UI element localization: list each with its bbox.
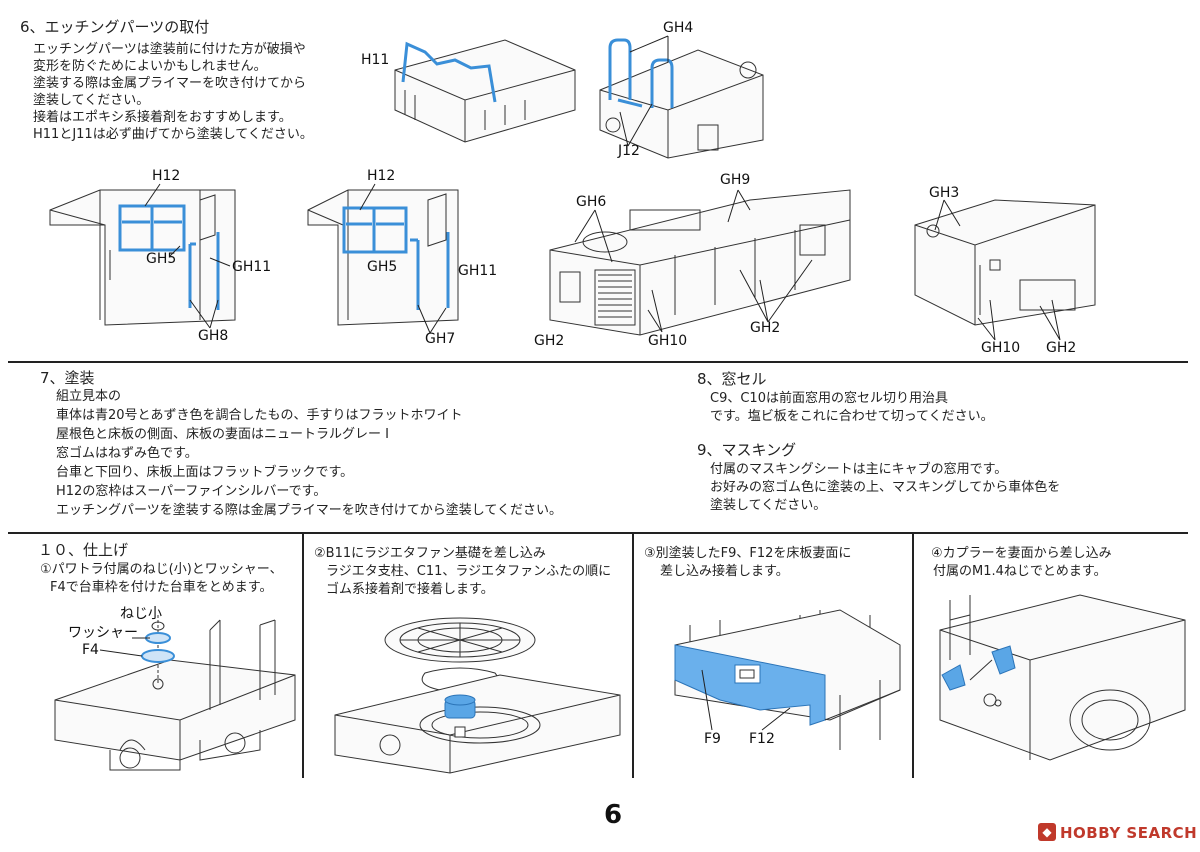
section-9-line: 塗装してください。: [710, 498, 827, 513]
cab-diagram-2: [307, 189, 459, 326]
section-7-title: 7、塗装: [40, 369, 95, 387]
section-8-line: です。塩ビ板をこれに合わせて切ってください。: [710, 409, 994, 424]
step-4-line: ④カプラーを妻面から差し込み: [931, 546, 1112, 561]
section-8-title: 8、窓セル: [697, 370, 767, 388]
radiator-fan-diagram: [334, 617, 621, 774]
label-gh9: GH9: [720, 172, 751, 188]
label-gh6: GH6: [576, 194, 607, 210]
section-divider: [8, 532, 1188, 534]
section-6-line: H11とJ11は必ず曲げてから塗装してください。: [33, 127, 313, 142]
hobby-search-logo-icon: ◆: [1038, 823, 1056, 841]
section-7-line: 屋根色と床板の側面、床板の妻面はニュートラルグレー Ⅰ: [56, 427, 389, 442]
label-f4: F4: [82, 642, 99, 658]
label-gh10-a: GH10: [648, 333, 688, 349]
step-3-line: 差し込み接着します。: [660, 564, 789, 579]
step-2-line: ②B11にラジエタファン基礎を差し込み: [314, 546, 546, 561]
section-6-line: 接着はエポキシ系接着剤をおすすめします。: [33, 110, 292, 125]
watermark-text: HOBBY SEARCH: [1060, 824, 1198, 842]
label-gh8: GH8: [198, 328, 229, 344]
section-10-title: １０、仕上げ: [38, 541, 129, 559]
section-7-line: 窓ゴムはねずみ色です。: [56, 446, 198, 461]
step-3-line: ③別塗装したF9、F12を床板妻面に: [644, 546, 852, 561]
step-4-line: 付属のM1.4ねじでとめます。: [933, 564, 1107, 579]
label-gh11-b: GH11: [458, 263, 498, 279]
label-gh2-a: GH2: [534, 333, 565, 349]
label-gh3: GH3: [929, 185, 960, 201]
section-7-line: 台車と下回り、床板上面はフラットブラックです。: [56, 465, 354, 480]
label-gh5-a: GH5: [146, 251, 177, 267]
section-6-line: エッチングパーツは塗装前に付けた方が破損や: [33, 42, 306, 57]
section-7-line: エッチングパーツを塗装する際は金属プライマーを吹き付けてから塗装してください。: [56, 503, 562, 518]
truck-mount-diagram: [54, 615, 296, 771]
section-9-line: お好みの窓ゴム色に塗装の上、マスキングしてから車体色を: [710, 480, 1061, 495]
section-9-title: 9、マスキング: [697, 441, 797, 459]
coupler-diagram: [939, 594, 1186, 761]
long-hood-diagram: [549, 189, 851, 336]
section-7-line: 組立見本の: [56, 389, 122, 404]
step-1-line: ①パワトラ付属のねじ(小)とワッシャー、: [40, 562, 283, 577]
label-gh5-b: GH5: [367, 259, 398, 275]
section-9-line: 付属のマスキングシートは主にキャブの窓用です。: [710, 462, 1008, 477]
step-2-line: ラジエタ支柱、C11、ラジエタファンふたの順に: [326, 564, 612, 579]
step-2-line: ゴム系接着剤で接着します。: [326, 582, 494, 597]
label-gh10-b: GH10: [981, 340, 1021, 356]
label-gh2-b: GH2: [750, 320, 781, 336]
column-divider: [912, 534, 914, 778]
section-6-line: 塗装する際は金属プライマーを吹き付けてから: [33, 76, 307, 91]
label-gh2-c: GH2: [1046, 340, 1077, 356]
label-washer: ワッシャー: [68, 625, 138, 641]
label-h11: H11: [361, 52, 390, 68]
end-plate-diagram: [674, 609, 901, 750]
step-1-line: F4で台車枠を付けた台車をとめます。: [50, 580, 273, 595]
label-h12-a: H12: [152, 168, 181, 184]
label-f9: F9: [704, 731, 721, 747]
label-gh11-a: GH11: [232, 259, 272, 275]
label-gh7: GH7: [425, 331, 456, 347]
section-7-line: 車体は青20号とあずき色を調合したもの、手すりはフラットホワイト: [56, 408, 463, 423]
section-6-line: 変形を防ぐためによいかもしれません。: [33, 59, 267, 74]
label-h12-b: H12: [367, 168, 396, 184]
label-gh4: GH4: [663, 20, 694, 36]
label-f12: F12: [749, 731, 775, 747]
cab-diagram-1: [49, 189, 236, 326]
section-7-line: H12の窓枠はスーパーファインシルバーです。: [56, 484, 327, 499]
section-8-line: C9、C10は前面窓用の窓セル切り用治具: [710, 391, 948, 406]
gh4-handrail-diagram: [599, 38, 764, 159]
page-number: 6: [604, 800, 623, 830]
short-hood-diagram: [914, 199, 1096, 326]
label-screw-small: ねじ小: [120, 606, 162, 622]
column-divider: [302, 534, 304, 778]
section-6-title: 6、エッチングパーツの取付: [20, 18, 210, 36]
section-6-line: 塗装してください。: [33, 93, 150, 108]
label-j12: J12: [618, 143, 640, 159]
column-divider: [632, 534, 634, 778]
h11-handrail-diagram: [394, 39, 576, 143]
section-divider: [8, 361, 1188, 363]
